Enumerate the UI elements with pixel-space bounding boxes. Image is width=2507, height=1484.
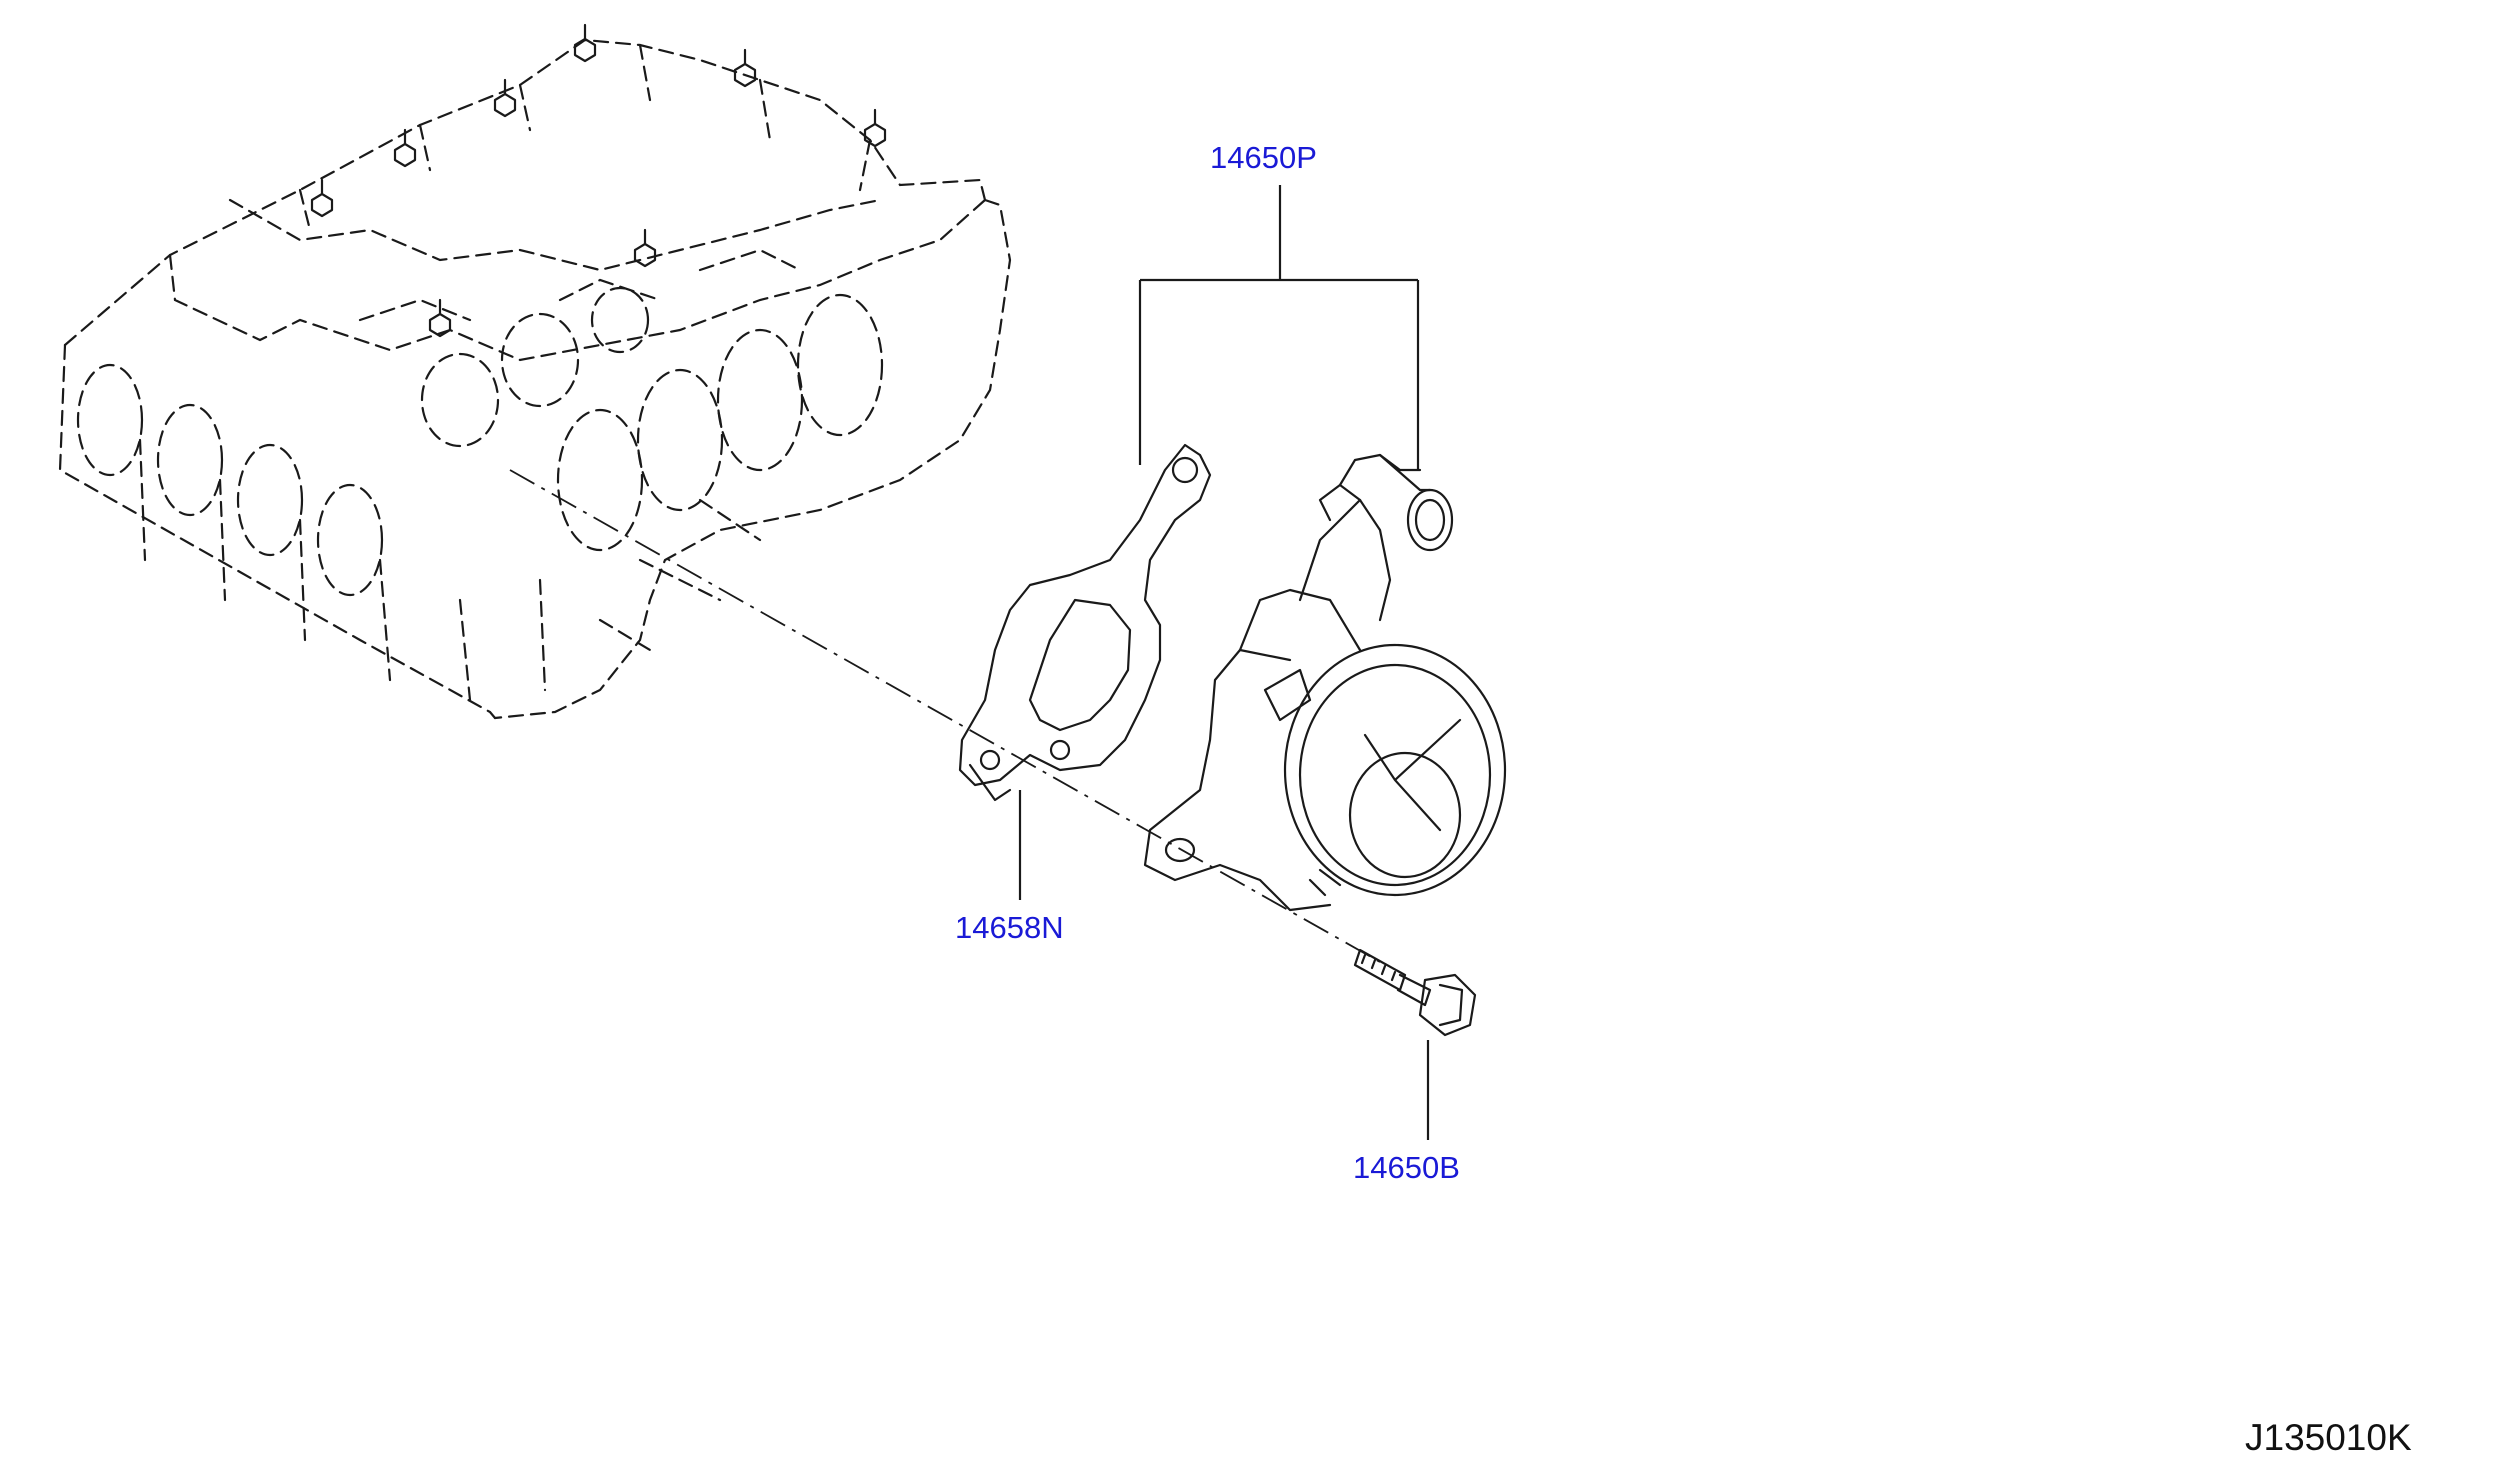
callout-14650P[interactable]: 14650P [1210,140,1317,175]
head-bolt-icons [310,23,887,338]
leader-14650P [1138,185,1420,470]
gasket-part [958,443,1212,802]
diagram-id: J135010K [2245,1417,2412,1458]
bolt-part [1353,948,1477,1037]
assembly-axis-line [509,469,1381,963]
callout-14650B[interactable]: 14650B [1353,1150,1460,1185]
vacuum-pump-part [1143,453,1507,912]
leader-lines [1018,185,1430,1140]
callout-14658N[interactable]: 14658N [955,910,1064,945]
engine-block-outline [58,23,1012,720]
